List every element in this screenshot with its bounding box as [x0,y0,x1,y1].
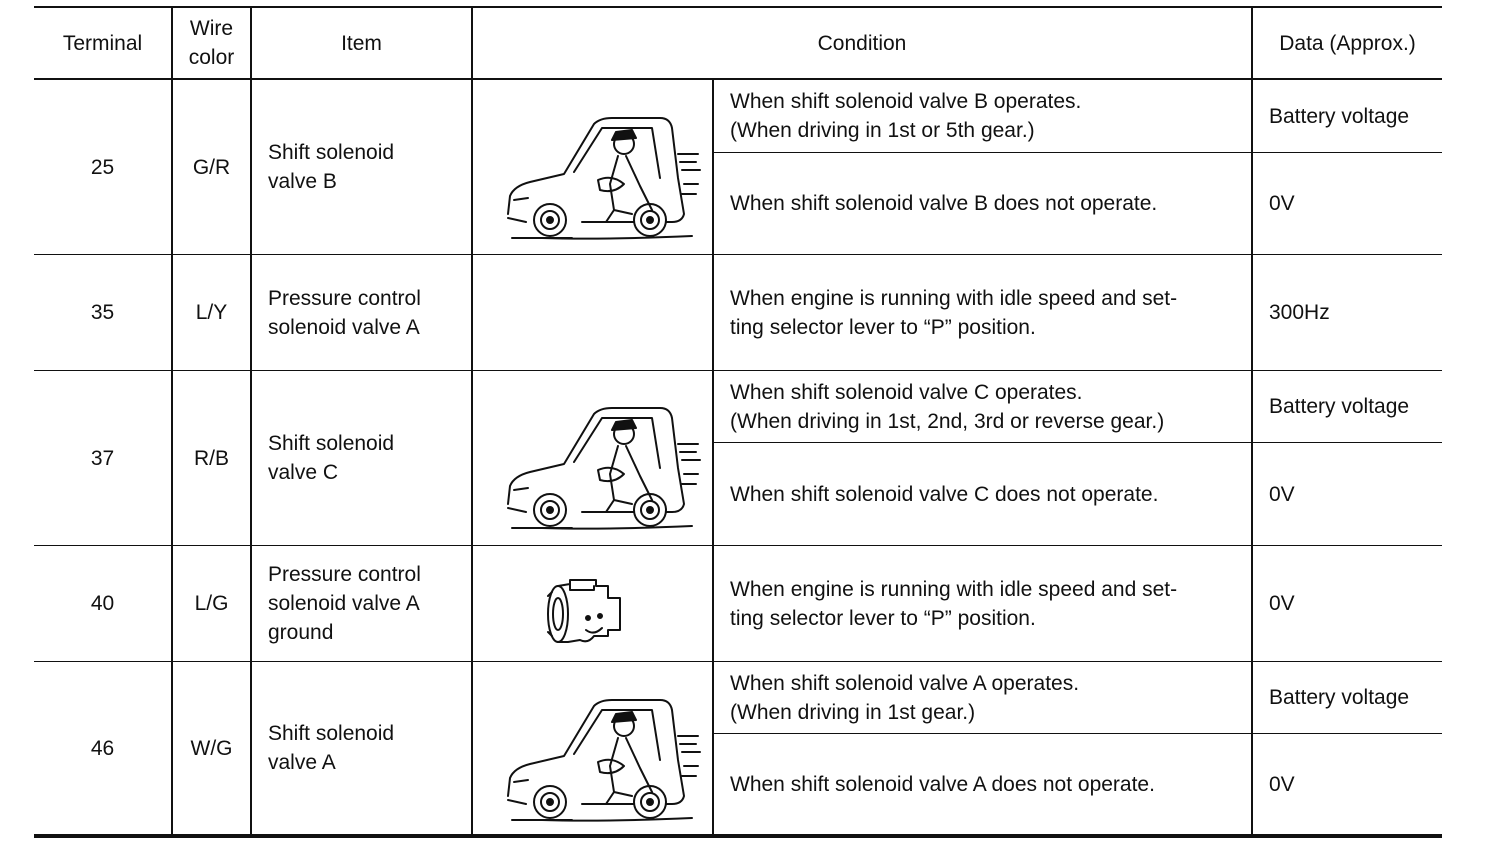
terminal-number: 40 [90,592,115,615]
row-rule [34,545,1442,546]
sub-row-rule [713,152,1442,153]
wire-color: G/R [192,155,231,179]
condition-text: When shift solenoid valve B does not ope… [730,192,1158,215]
terminal-number: 37 [90,446,115,470]
condition-text: When shift solenoid valve C operates. (W… [730,380,1165,433]
table-top-rule [34,6,1442,8]
condition-text: When shift solenoid valve C does not ope… [730,482,1159,506]
row-rule [34,370,1442,371]
terminal-number: 35 [90,301,115,324]
wire-color: R/B [193,446,229,470]
header-wire-color: Wire color [188,17,235,69]
terminal-number: 25 [90,155,115,179]
terminal-number: 46 [90,736,115,760]
data-value: 0V [1269,772,1295,796]
column-rule [250,6,252,836]
data-value: Battery voltage [1269,104,1410,128]
item-name: Pressure control solenoid valve A [268,286,421,339]
data-value: 0V [1269,192,1295,215]
wire-color: W/G [190,736,233,760]
table-bottom-rule [34,834,1442,838]
header-condition: Condition [817,31,907,55]
column-rule [171,6,173,836]
terminal-data-table: Terminal Wire color Item Condition Data … [34,6,1442,838]
wire-color: L/G [194,592,229,615]
data-value: 0V [1269,482,1295,506]
condition-text: When engine is running with idle speed a… [730,577,1178,630]
header-data: Data (Approx.) [1279,31,1416,55]
item-name: Pressure control solenoid valve A ground [268,563,421,644]
row-rule [34,661,1442,662]
data-value: 0V [1269,592,1295,615]
sub-row-rule [713,442,1442,443]
column-rule [1251,6,1253,836]
header-bottom-rule [34,78,1442,80]
item-name: Shift solenoid valve A [268,722,395,774]
data-value: Battery voltage [1269,686,1410,709]
header-terminal: Terminal [62,31,143,55]
car-driver-icon [507,117,701,240]
condition-text: When shift solenoid valve B operates. (W… [730,90,1082,142]
header-item: Item [341,31,382,55]
item-name: Shift solenoid valve C [268,432,395,484]
condition-text: When engine is running with idle speed a… [730,286,1178,339]
column-rule [712,80,714,836]
column-rule [471,6,473,836]
sub-row-rule [713,733,1442,734]
item-name: Shift solenoid valve B [268,141,395,193]
condition-text: When shift solenoid valve A operates. (W… [730,671,1080,724]
data-value: Battery voltage [1269,395,1410,418]
engine-icon [547,579,621,643]
data-value: 300Hz [1269,301,1330,324]
row-rule [34,254,1442,255]
wire-color: L/Y [195,301,228,324]
condition-text: When shift solenoid valve A does not ope… [730,772,1155,796]
car-driver-icon [507,407,701,530]
car-driver-icon [507,699,701,822]
